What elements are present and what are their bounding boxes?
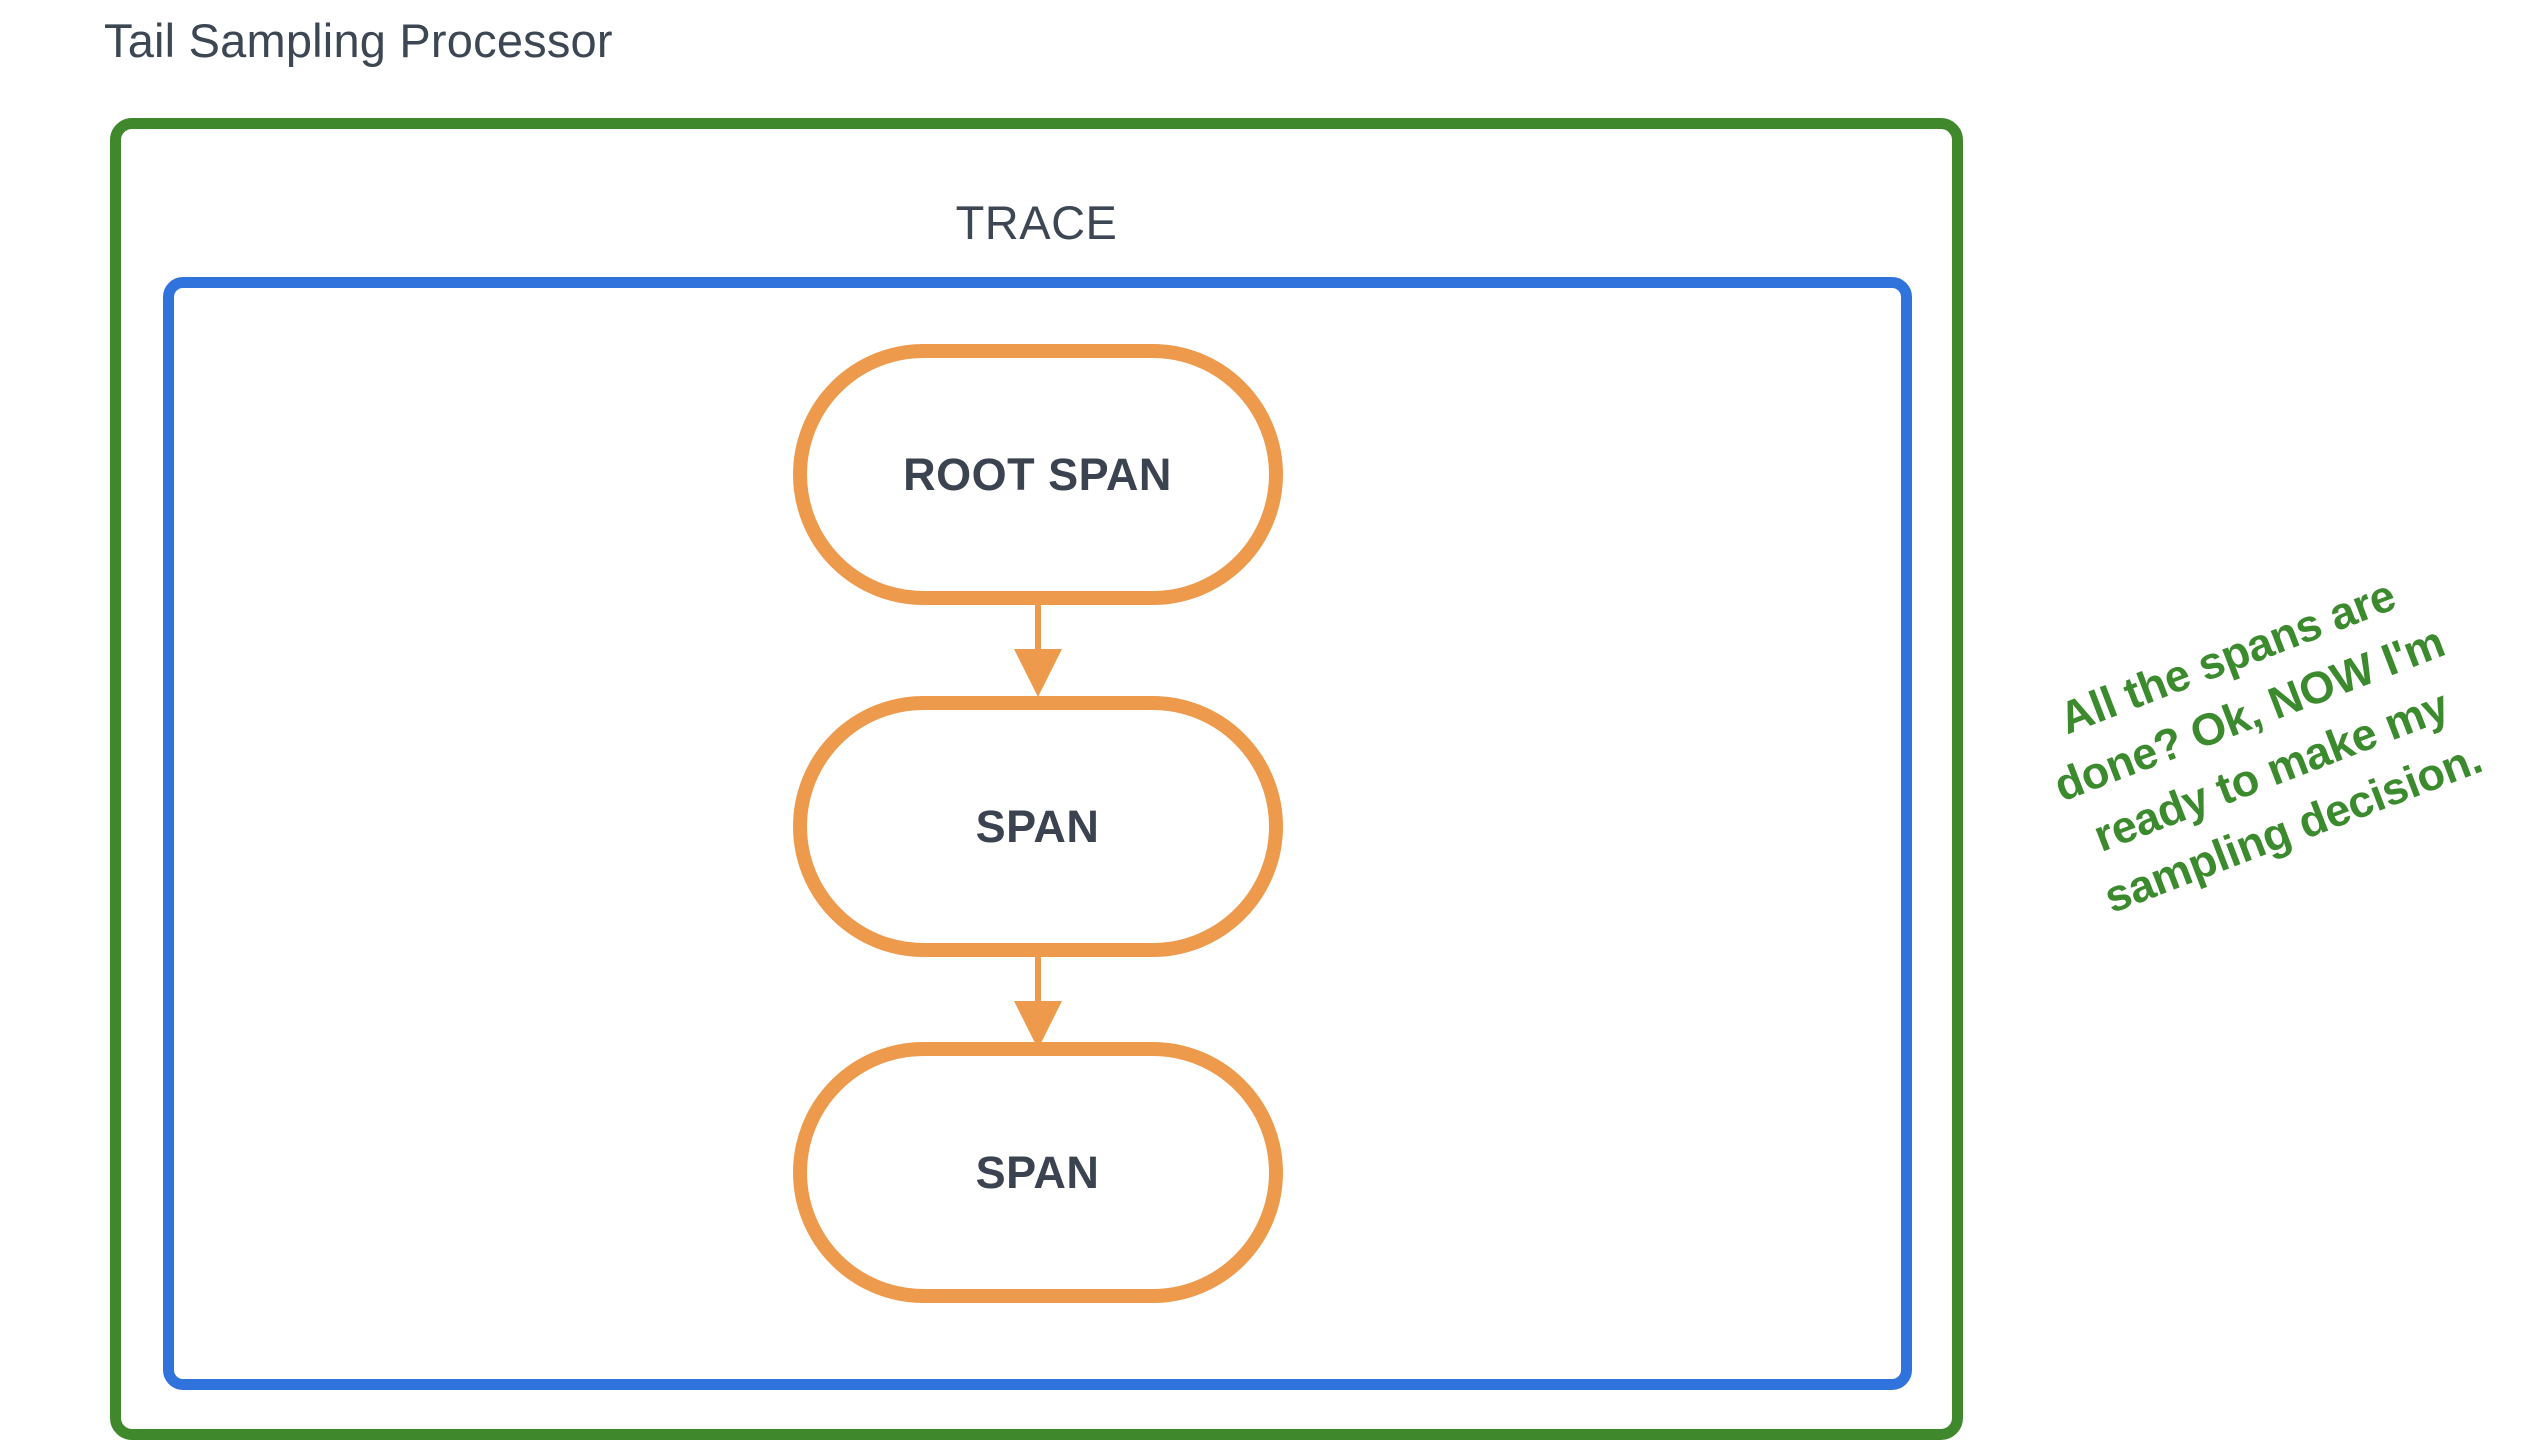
span-stack: ROOT SPAN SPAN SPAN [174,288,1901,1379]
connector-arrow-span-to-span [1013,957,1062,1049]
page-title: Tail Sampling Processor [104,14,613,67]
span-label: ROOT SPAN [903,448,1172,500]
trace-container: ROOT SPAN SPAN SPAN [163,277,1912,1390]
arrow-stem [1034,957,1041,1005]
span-node-child-2[interactable]: SPAN [792,1042,1283,1303]
trace-label: TRACE [955,196,1118,249]
sampling-decision-annotation: All the spans are done? Ok, NOW I'm read… [2047,569,2489,923]
tail-sampling-processor-container: TRACE ROOT SPAN SPAN SPAN [110,118,1963,1440]
arrow-head-down-icon [1013,1001,1062,1049]
arrow-head-down-icon [1013,649,1062,697]
span-node-child-1[interactable]: SPAN [792,696,1283,957]
arrow-stem [1034,605,1041,653]
connector-arrow-root-to-span [1013,605,1062,697]
span-label: SPAN [975,1146,1100,1198]
span-node-root[interactable]: ROOT SPAN [792,344,1283,605]
span-label: SPAN [975,800,1100,852]
